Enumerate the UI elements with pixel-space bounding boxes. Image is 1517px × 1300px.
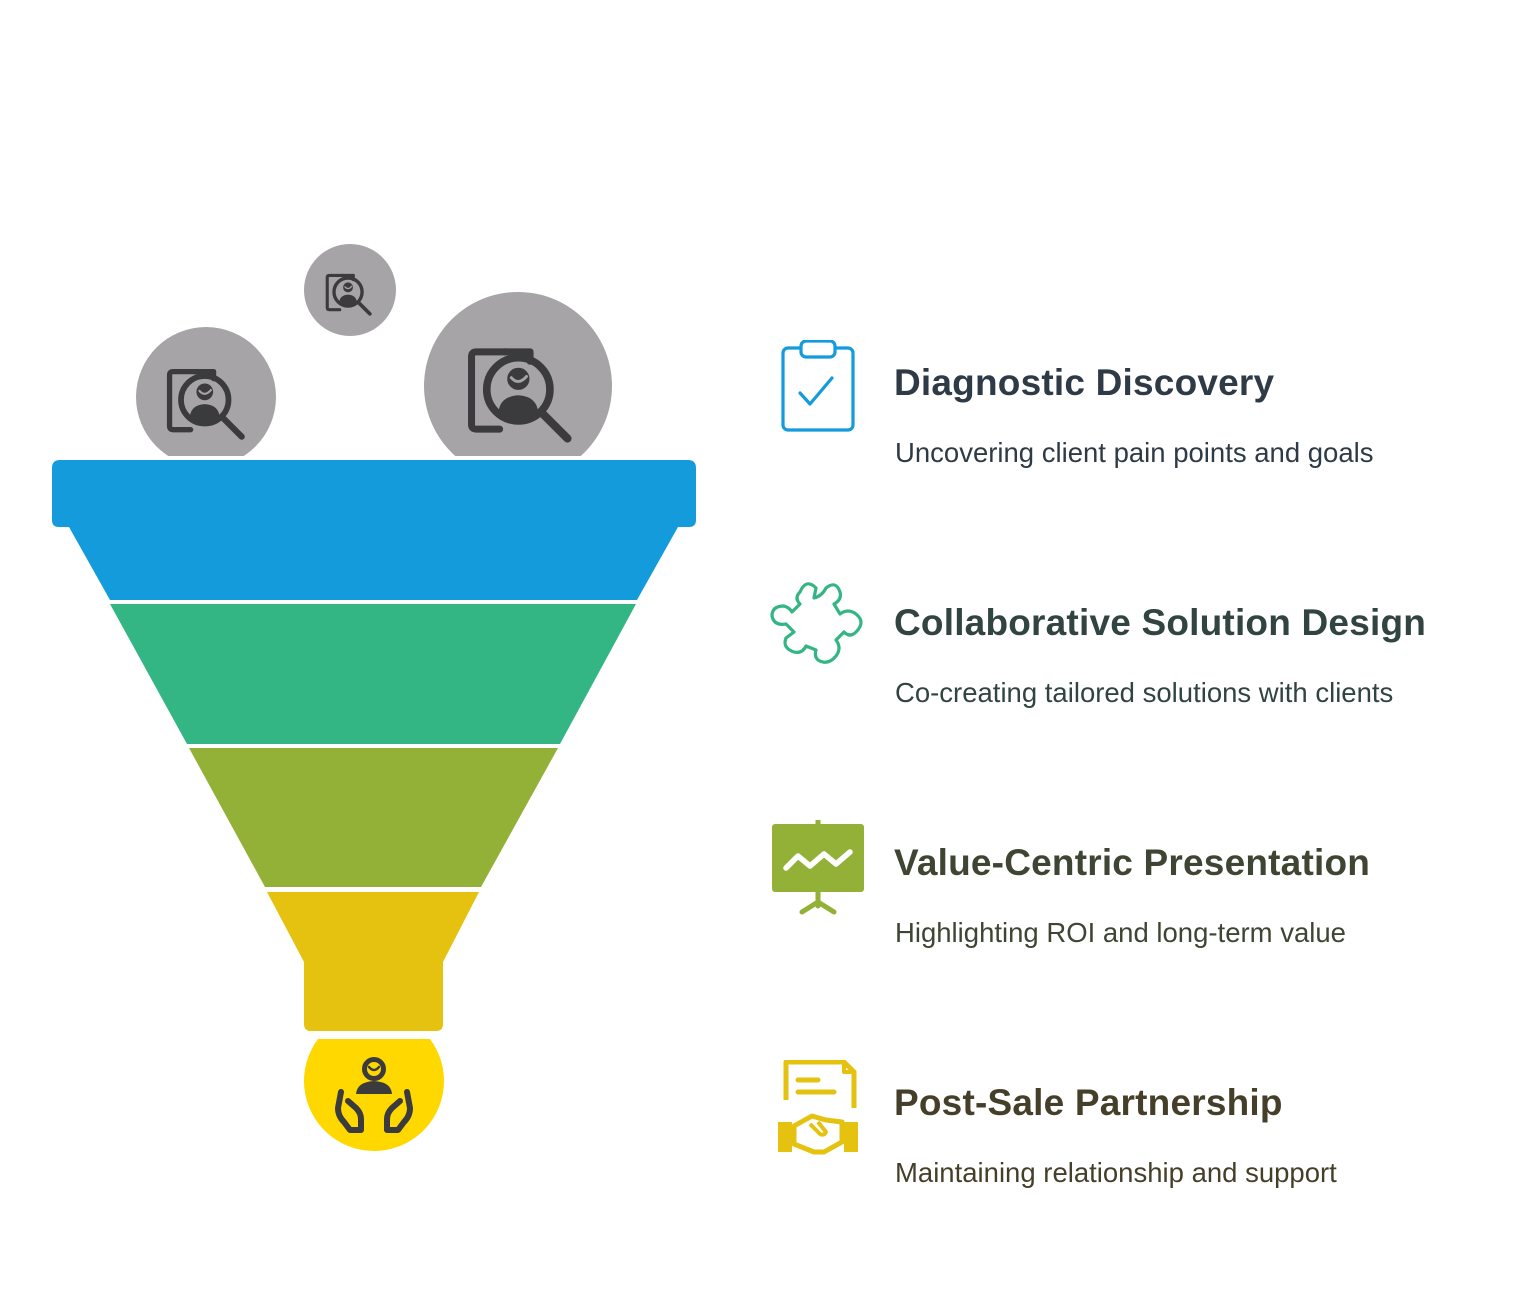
person-in-hands-icon [335, 1057, 413, 1133]
puzzle-piece-icon [770, 580, 870, 680]
stage-description: Maintaining relationship and support [895, 1157, 1337, 1188]
stage-description: Co-creating tailored solutions with clie… [895, 677, 1394, 708]
funnel-stage-1 [52, 460, 696, 600]
funnel-stage-2 [110, 604, 636, 744]
clipboard-check-icon [770, 339, 870, 440]
stage-title: Collaborative Solution Design [894, 602, 1427, 643]
stage-description: Uncovering client pain points and goals [895, 437, 1374, 468]
presentation-chart-icon [770, 815, 870, 920]
stage-value-centric-presentation: Value-Centric Presentation Highlighting … [770, 815, 1490, 980]
funnel-stage-3 [189, 748, 558, 887]
funnel-stage-4 [267, 892, 479, 1031]
contract-handshake-icon [770, 1059, 870, 1160]
stage-collaborative-solution-design: Collaborative Solution Design Co-creatin… [770, 580, 1490, 740]
input-bubble-large [424, 292, 612, 456]
stage-description: Highlighting ROI and long-term value [895, 917, 1346, 948]
output-circle [304, 1039, 444, 1151]
stage-title: Post-Sale Partnership [894, 1082, 1283, 1123]
stage-title: Value-Centric Presentation [894, 842, 1371, 883]
input-bubble-small [304, 244, 396, 336]
stage-post-sale-partnership: Post-Sale Partnership Maintaining relati… [770, 1059, 1490, 1220]
stage-diagnostic-discovery: Diagnostic Discovery Uncovering client p… [770, 339, 1490, 500]
funnel-diagram [52, 244, 696, 1151]
stage-title: Diagnostic Discovery [894, 362, 1275, 403]
input-bubble-left [136, 327, 276, 456]
